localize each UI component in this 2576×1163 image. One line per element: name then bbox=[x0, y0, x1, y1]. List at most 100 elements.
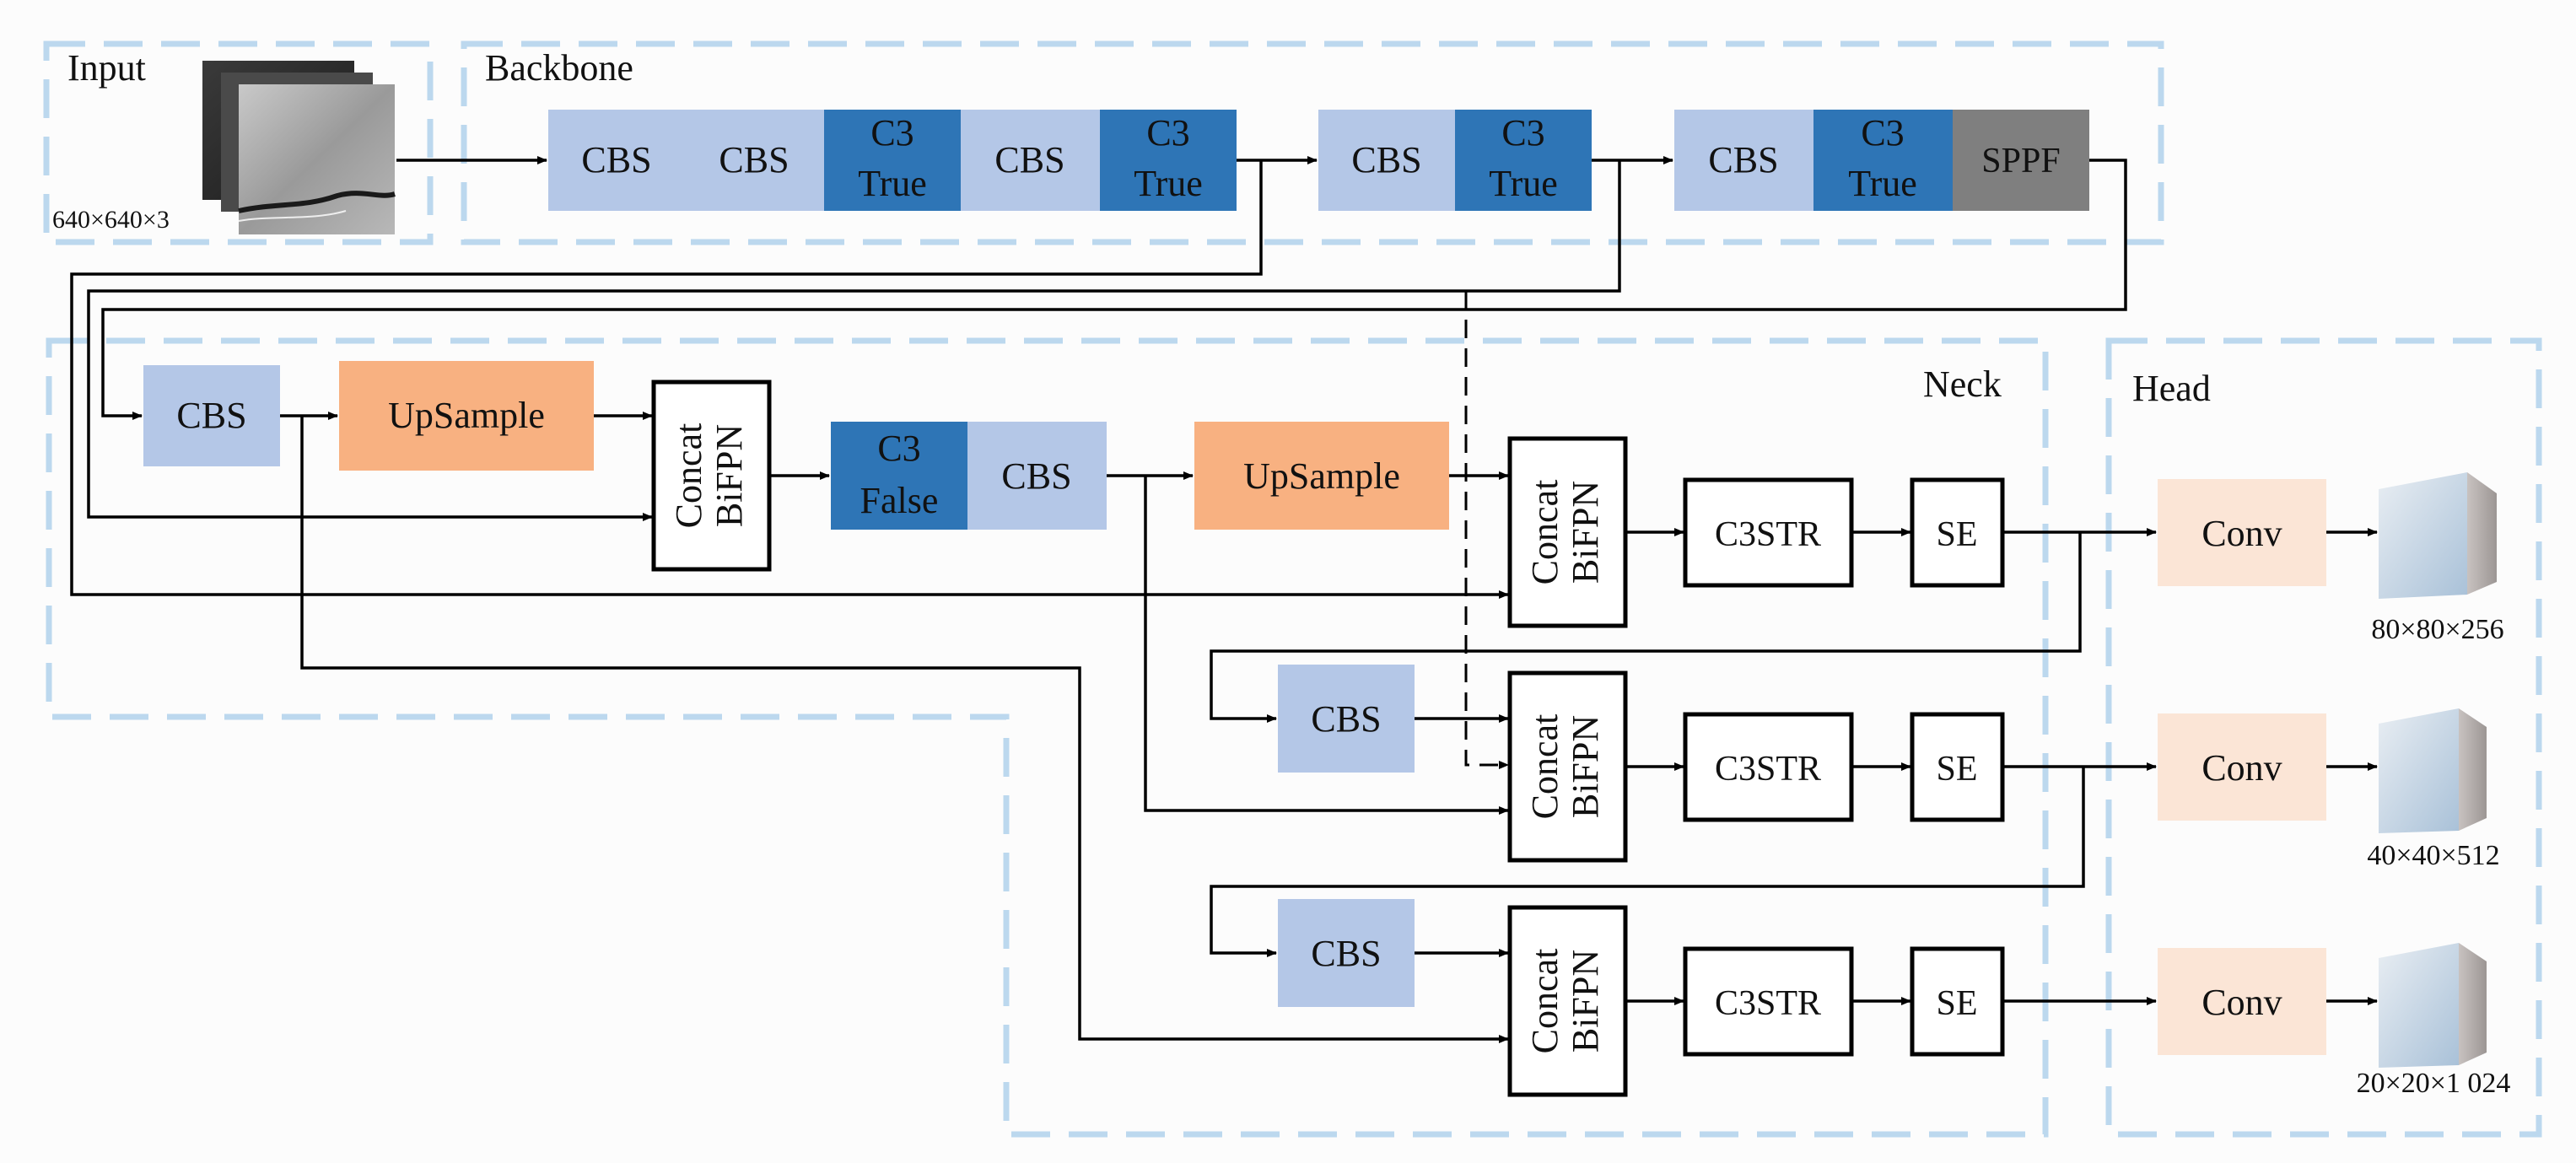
backbone-cbs-1-label: CBS bbox=[581, 139, 651, 180]
neck-concat-bifpn-2-text: Concat BiFPN bbox=[1524, 480, 1606, 585]
neck-c3str-2 bbox=[1683, 712, 1854, 822]
neck-concat-bifpn-3-label-line2: BiFPN bbox=[1565, 715, 1606, 818]
head-conv-3-label: Conv bbox=[2201, 982, 2282, 1023]
edge-p3-to-concat-row1 bbox=[70, 160, 1509, 599]
head-section-label: Head bbox=[2132, 368, 2211, 409]
neck-concat-bifpn-2-label-line2: BiFPN bbox=[1565, 481, 1606, 584]
neck-concat-bifpn-4-label-line1: Concat bbox=[1524, 949, 1566, 1054]
output-cube-3-side bbox=[2459, 943, 2487, 1065]
neck-concat-bifpn-1-text: Concat BiFPN bbox=[668, 423, 750, 529]
edge-neck-cbs2-to-concat-row2 bbox=[1144, 476, 1509, 815]
head-conv-1-label: Conv bbox=[2201, 513, 2282, 554]
neck-se-1 bbox=[1910, 477, 2005, 588]
backbone-c3-true-1-label-line1: C3 bbox=[870, 112, 913, 153]
neck-c3-false-label-line2: False bbox=[860, 480, 939, 521]
backbone-cbs-4-label: CBS bbox=[1351, 139, 1421, 180]
neck-cbs-3-label: CBS bbox=[1311, 698, 1381, 740]
neck-cbs-1 bbox=[143, 365, 280, 466]
neck-c3-false-label-line1: C3 bbox=[877, 428, 920, 469]
neck-concat-bifpn-1 bbox=[651, 380, 772, 572]
neck-concat-bifpn-4-label-line2: BiFPN bbox=[1565, 950, 1606, 1053]
neck-concat-bifpn-3 bbox=[1507, 670, 1628, 863]
backbone-section-label: Backbone bbox=[485, 47, 633, 89]
neck-upsample-2-label: UpSample bbox=[1243, 455, 1400, 497]
input-crack-line-2 bbox=[238, 210, 347, 222]
neck-se-1-label: SE bbox=[1936, 515, 1977, 554]
head-conv-2-label: Conv bbox=[2201, 747, 2282, 789]
input-layer-front bbox=[239, 84, 395, 234]
backbone-c3-true-4 bbox=[1813, 110, 1953, 211]
head-blocks: Conv Conv Conv 80×80×256 40×40×512 20×20… bbox=[2158, 472, 2510, 1099]
output-cube-3-front bbox=[2379, 943, 2459, 1068]
backbone-c3-true-2-label-line2: True bbox=[1134, 163, 1203, 204]
backbone-c3-true-4-label-line1: C3 bbox=[1861, 112, 1904, 153]
input-size-label: 640×640×3 bbox=[52, 206, 170, 234]
input-crack-line bbox=[238, 191, 396, 213]
backbone-cbs-5-label: CBS bbox=[1708, 139, 1778, 180]
backbone-frame bbox=[461, 40, 2164, 245]
head-conv-1 bbox=[2158, 479, 2326, 586]
output-cube-2-front bbox=[2379, 708, 2459, 833]
neck-concat-bifpn-1-label-line1: Concat bbox=[668, 423, 709, 529]
neck-c3str-3 bbox=[1683, 946, 1854, 1057]
neck-se-3-label: SE bbox=[1936, 984, 1977, 1023]
backbone-sppf-label: SPPF bbox=[1981, 142, 2060, 180]
backbone-cbs-5 bbox=[1674, 110, 1813, 211]
connections bbox=[70, 156, 2378, 1043]
input-image-stack bbox=[202, 61, 396, 234]
neck-cbs-3 bbox=[1278, 665, 1415, 773]
neck-se-2-label: SE bbox=[1936, 750, 1977, 789]
neck-concat-bifpn-4-text: Concat BiFPN bbox=[1524, 949, 1606, 1054]
neck-cbs-2-label: CBS bbox=[1001, 455, 1071, 497]
edge-neck-cbs1-to-concat-row3 bbox=[300, 416, 1509, 1043]
backbone-cbs-3 bbox=[961, 110, 1100, 211]
backbone-cbs-1 bbox=[548, 110, 685, 211]
output-cube-1-side bbox=[2467, 472, 2497, 595]
backbone-cbs-2 bbox=[685, 110, 824, 211]
backbone-sppf bbox=[1953, 110, 2089, 211]
neck-upsample-2 bbox=[1194, 422, 1449, 530]
edge-sppf-to-neck-cbs bbox=[101, 159, 2127, 420]
neck-c3str-1-label: C3STR bbox=[1715, 515, 1821, 554]
neck-section-label: Neck bbox=[1923, 363, 2002, 405]
output-cube-3 bbox=[2379, 943, 2487, 1068]
neck-concat-bifpn-2 bbox=[1507, 436, 1628, 628]
backbone-c3-true-3-label-line1: C3 bbox=[1501, 112, 1544, 153]
neck-cbs-2 bbox=[967, 422, 1107, 530]
neck-c3str-3-label: C3STR bbox=[1715, 984, 1821, 1023]
backbone-cbs-3-label: CBS bbox=[994, 139, 1064, 180]
backbone-c3-true-1 bbox=[824, 110, 961, 211]
backbone-c3-true-2 bbox=[1100, 110, 1237, 211]
output-size-1: 80×80×256 bbox=[2371, 614, 2503, 645]
neck-c3-false bbox=[831, 422, 967, 530]
backbone-c3-true-4-label-line2: True bbox=[1848, 163, 1917, 204]
backbone-c3-true-3 bbox=[1455, 110, 1592, 211]
head-conv-3 bbox=[2158, 948, 2326, 1055]
output-size-2: 40×40×512 bbox=[2367, 840, 2499, 871]
edge-se2-down-to-cbs4 bbox=[1210, 767, 2085, 957]
backbone-c3-true-2-label-line1: C3 bbox=[1146, 112, 1189, 153]
output-cube-2 bbox=[2379, 708, 2487, 833]
backbone-cbs-4 bbox=[1318, 110, 1455, 211]
neck-cbs-1-label: CBS bbox=[176, 395, 246, 436]
backbone-blocks: CBS CBS C3 True CBS C3 True CBS C3 True … bbox=[548, 110, 2089, 211]
neck-upsample-1-label: UpSample bbox=[388, 395, 545, 436]
neck-concat-bifpn-3-label-line1: Concat bbox=[1524, 714, 1566, 820]
neck-c3str-1 bbox=[1683, 477, 1854, 588]
neck-cbs-4-label: CBS bbox=[1311, 933, 1381, 974]
output-cube-1 bbox=[2379, 472, 2497, 599]
neck-concat-bifpn-1-label-line2: BiFPN bbox=[709, 424, 750, 527]
backbone-c3-true-3-label-line2: True bbox=[1489, 163, 1558, 204]
edge-se1-down-to-cbs3 bbox=[1210, 532, 2082, 723]
edge-dashed-p4-to-concat-row2 bbox=[1464, 291, 1509, 769]
neck-blocks: CBS UpSample Concat BiFPN C3 False CBS U… bbox=[143, 361, 2005, 1097]
head-conv-2 bbox=[2158, 713, 2326, 821]
head-frame bbox=[2105, 337, 2542, 1138]
neck-upsample-1 bbox=[339, 361, 594, 471]
input-frame bbox=[43, 40, 434, 245]
input-section-label: Input bbox=[67, 47, 146, 89]
neck-cbs-4 bbox=[1278, 899, 1415, 1007]
neck-c3str-2-label: C3STR bbox=[1715, 750, 1821, 789]
section-frames bbox=[43, 40, 2542, 1138]
